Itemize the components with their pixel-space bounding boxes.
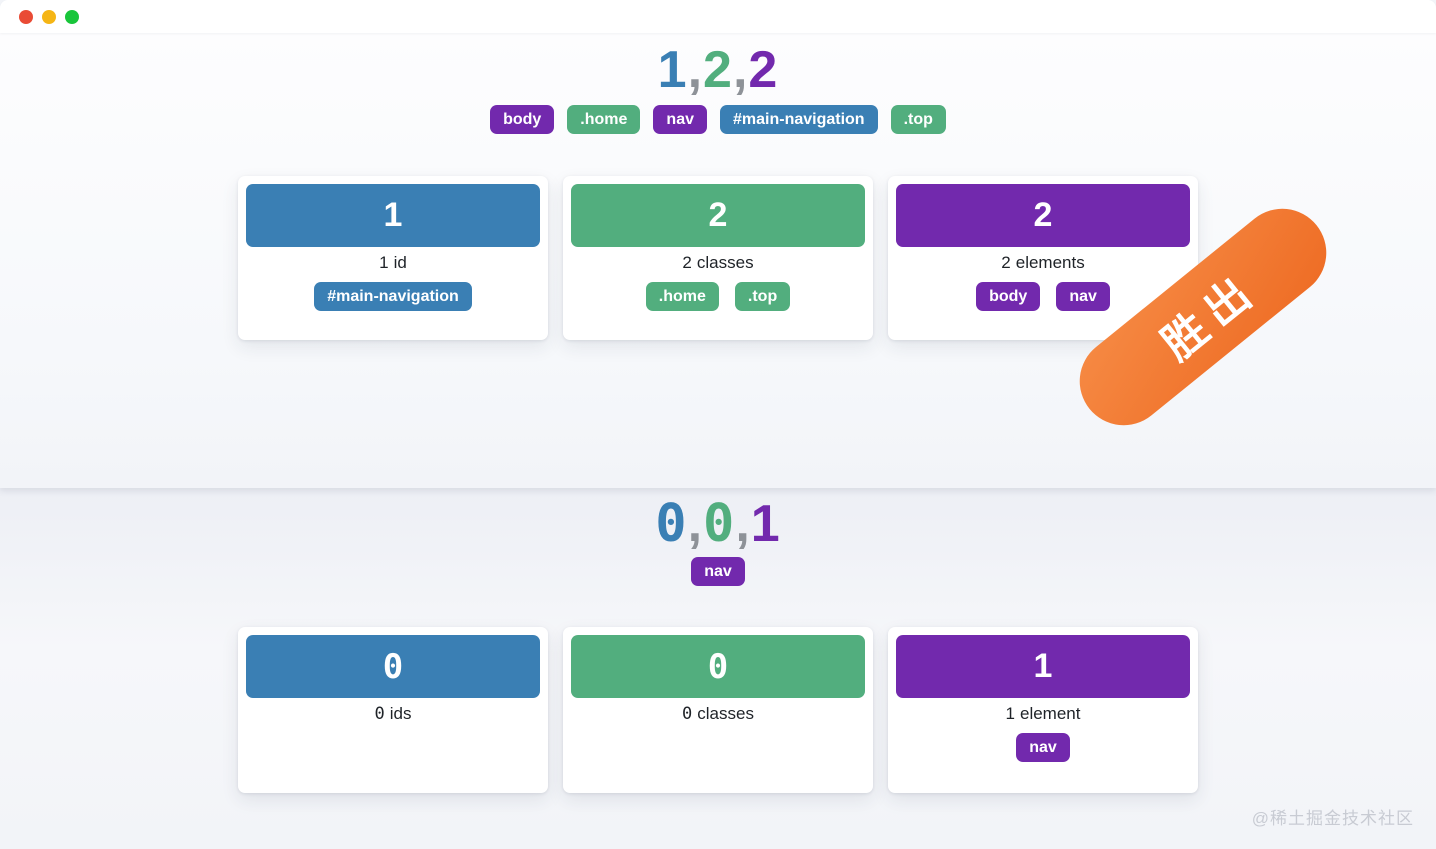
selector-token-top: .top xyxy=(890,105,946,134)
selector-token-main-navigation: #main-navigation xyxy=(720,105,878,134)
id-count-digit: 0 xyxy=(655,494,688,554)
class-card-count: 2 xyxy=(708,196,728,234)
class-card-label-noun: classes xyxy=(697,704,754,723)
selector-token-row-1: body .home nav #main-navigation .top xyxy=(0,105,1436,134)
window-titlebar xyxy=(0,0,1436,33)
id-count-digit: 1 xyxy=(657,41,688,99)
element-count-digit: 2 xyxy=(748,41,779,99)
tag-nav: nav xyxy=(1056,282,1110,311)
close-window-icon[interactable] xyxy=(19,9,33,24)
element-card-header: 2 xyxy=(896,184,1190,247)
element-card-count: 1 xyxy=(1033,647,1053,685)
class-card-label-count: 2 xyxy=(682,253,692,272)
comma: , xyxy=(735,495,751,553)
zoom-window-icon[interactable] xyxy=(65,9,79,24)
id-card-count: 1 xyxy=(383,196,403,234)
id-card-tags: #main-navigation xyxy=(246,282,540,311)
id-card-label-noun: ids xyxy=(389,704,412,723)
selector-token-home: .home xyxy=(567,105,641,134)
class-card-tags: .home .top xyxy=(571,282,865,311)
element-count-digit: 1 xyxy=(750,495,781,553)
specificity-heading-2: 0,0,1 xyxy=(0,495,1436,553)
comma: , xyxy=(732,41,749,99)
id-card-header: 0 xyxy=(246,635,540,698)
element-card-label-noun: element xyxy=(1019,704,1081,723)
element-card-label-count: 2 xyxy=(1001,253,1011,272)
element-card-tags: body nav xyxy=(896,282,1190,311)
element-card-header: 1 xyxy=(896,635,1190,698)
element-card-label-count: 1 xyxy=(1005,704,1015,723)
selector-token-nav: nav xyxy=(653,105,707,134)
id-card-label-noun: id xyxy=(393,253,407,272)
id-card-label-count: 1 xyxy=(379,253,389,272)
class-card-label-noun: classes xyxy=(696,253,754,272)
specificity-heading-1: 1,2,2 xyxy=(0,41,1436,99)
tag-top: .top xyxy=(734,282,791,311)
id-card-label-count: 0 xyxy=(374,704,385,724)
id-card-header: 1 xyxy=(246,184,540,247)
comma: , xyxy=(687,495,704,553)
tag-main-navigation: #main-navigation xyxy=(314,282,472,311)
id-card-count: 0 xyxy=(382,646,404,687)
juejin-watermark: @稀土掘金技术社区 xyxy=(1251,809,1414,828)
tag-nav: nav xyxy=(1016,733,1070,762)
class-count-digit: 2 xyxy=(703,41,733,99)
class-card-count: 0 xyxy=(707,646,729,687)
class-card-header: 0 xyxy=(571,635,865,698)
selector-token-row-2: nav xyxy=(0,557,1436,586)
class-count-digit: 0 xyxy=(703,494,736,554)
element-card-label-noun: elements xyxy=(1015,253,1085,272)
selector-token-body: body xyxy=(490,105,555,134)
tag-home: .home xyxy=(645,282,719,311)
class-card-label-count: 0 xyxy=(682,704,693,724)
selector-token-nav: nav xyxy=(691,557,745,586)
class-card-header: 2 xyxy=(571,184,865,247)
minimize-window-icon[interactable] xyxy=(42,9,56,24)
comma: , xyxy=(687,41,704,99)
element-card-tags: nav xyxy=(896,733,1190,762)
element-card-count: 2 xyxy=(1033,196,1053,234)
specificity-section-1: 1,2,2 body .home nav #main-navigation .t… xyxy=(0,33,1436,488)
tag-body: body xyxy=(976,282,1041,311)
